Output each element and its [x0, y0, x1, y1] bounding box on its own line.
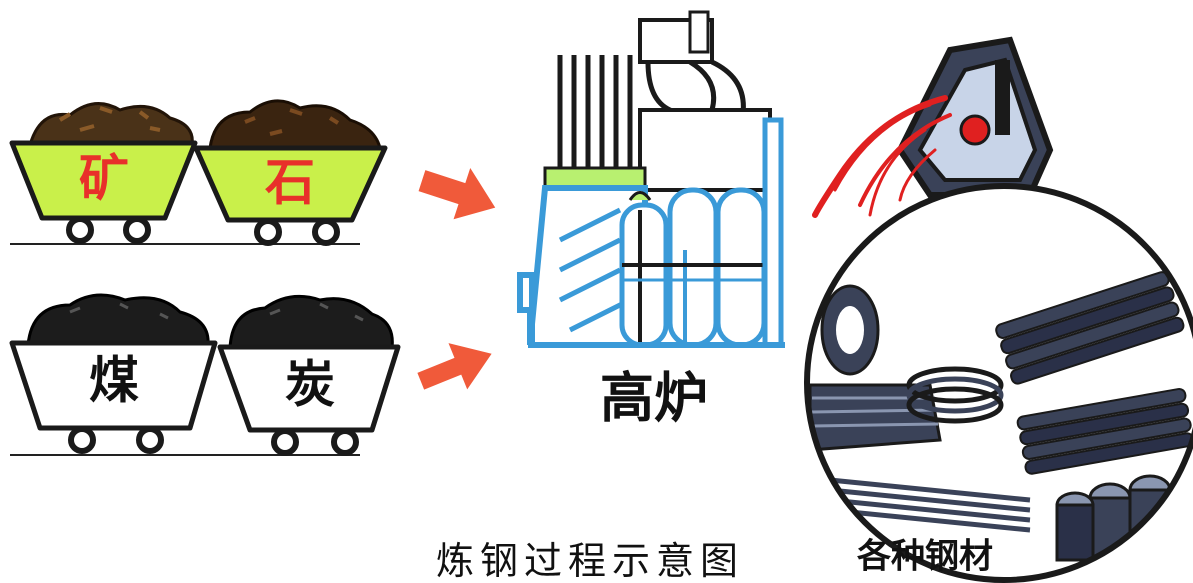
- diagram-caption: 炼钢过程示意图: [435, 539, 744, 583]
- arrow-coal-to-furnace: [417, 343, 492, 390]
- ore-cart-group: 矿 石: [9, 99, 388, 246]
- ore-cart-1-label: 矿: [79, 150, 129, 208]
- coal-cart-2: 炭: [217, 294, 401, 456]
- ladle-illustration: [896, 36, 1054, 198]
- coal-cart-2-body: [217, 344, 401, 433]
- ore-pile-1: [28, 102, 194, 147]
- ore-cart-1-body: [9, 140, 198, 221]
- coal-cart-1-body: [9, 340, 218, 431]
- coal-pile-2: [228, 294, 394, 350]
- steel-products-label: 各种钢材: [857, 537, 993, 577]
- arrow-ore-to-furnace: [418, 167, 496, 220]
- blast-furnace-illustration: 高炉: [517, 10, 785, 430]
- ore-cart-2-label: 石: [265, 154, 315, 212]
- ore-cart-1: 矿: [9, 102, 198, 244]
- ore-pile-2: [208, 99, 382, 150]
- coal-pile-1: [26, 293, 210, 347]
- coal-cart-group: 煤 炭: [9, 293, 401, 456]
- furnace-label: 高炉: [600, 367, 708, 430]
- ore-cart-2-body: [193, 145, 388, 223]
- coal-cart-1-label: 煤: [89, 352, 139, 410]
- ore-cart-2: 石: [193, 99, 388, 246]
- molten-steel-stream: [812, 95, 952, 218]
- coal-cart-1: 煤: [9, 293, 218, 454]
- coal-cart-2-label: 炭: [285, 356, 335, 414]
- steel-products-circle: 各种钢材: [804, 183, 1193, 583]
